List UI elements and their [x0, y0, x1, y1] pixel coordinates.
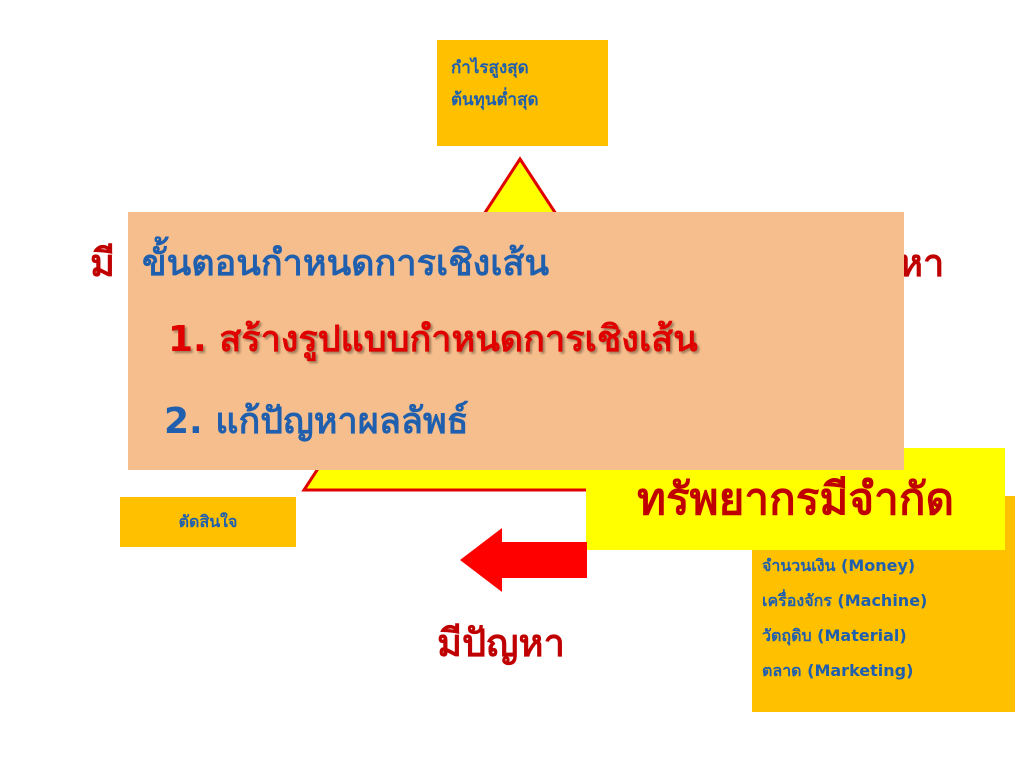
goal-line-2: ต้นทุนต่ำสุด — [451, 90, 539, 110]
resource-item-material: วัตถุดิบ (Material) — [762, 626, 907, 645]
steps-popup: ขั้นตอนกำหนดการเชิงเส้น 1. สร้างรูปแบบกำ… — [128, 212, 904, 470]
resource-item-money: จำนวนเงิน (Money) — [762, 556, 916, 575]
popup-step-2: 2. แก้ปัญหาผลลัพธ์ — [164, 401, 469, 442]
resource-item-marketing: ตลาด (Marketing) — [762, 661, 914, 680]
goal-line-1: กำไรสูงสุด — [451, 58, 529, 78]
decide-box: ตัดสินใจ — [120, 497, 296, 547]
popup-title: ขั้นตอนกำหนดการเชิงเส้น — [142, 243, 550, 284]
left-arrow-icon — [460, 528, 587, 592]
problem-label: มีปัญหา — [437, 621, 565, 665]
left-label: มี — [90, 241, 116, 285]
resource-item-machine: เครื่องจักร (Machine) — [762, 591, 928, 610]
goal-box: กำไรสูงสุด ต้นทุนต่ำสุด — [437, 40, 608, 146]
popup-step-1: 1. สร้างรูปแบบกำหนดการเชิงเส้น — [168, 319, 698, 360]
right-label: หา — [898, 241, 945, 285]
